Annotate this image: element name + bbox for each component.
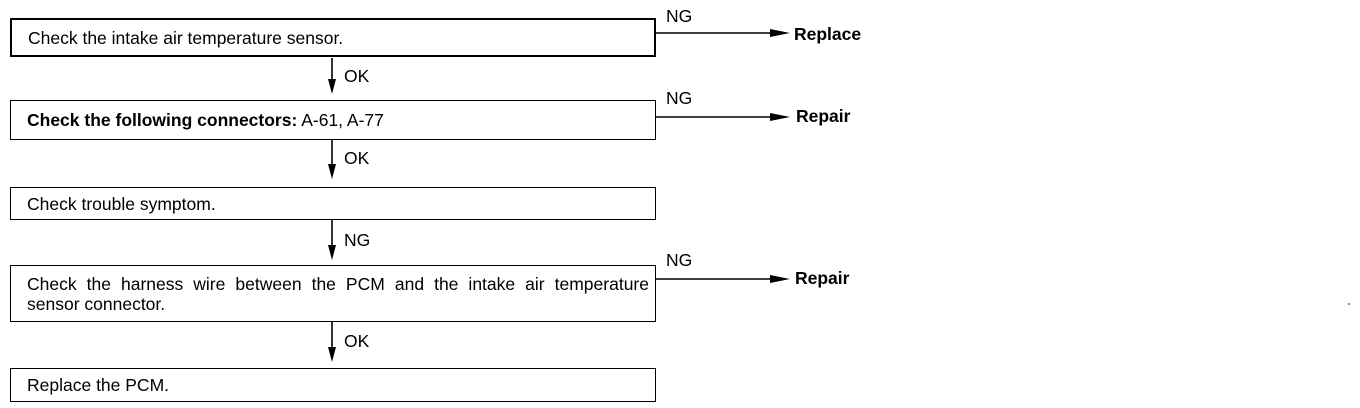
step-box-2: Check the following connectors: A-61, A-… bbox=[10, 100, 656, 140]
branch-arrow-1 bbox=[656, 29, 790, 37]
down-arrow-1 bbox=[328, 58, 336, 94]
step-text-5: Replace the PCM. bbox=[27, 375, 170, 395]
step-box-3: Check trouble symptom. bbox=[10, 187, 656, 220]
branch-result-3: Repair bbox=[795, 268, 850, 288]
step-box-4: Check the harness wire between the PCM a… bbox=[10, 265, 656, 322]
step-text-2-bold: Check the following connectors: bbox=[27, 110, 298, 130]
branch-arrow-2 bbox=[656, 113, 790, 121]
down-arrow-4 bbox=[328, 322, 336, 362]
down-label-4: OK bbox=[344, 331, 370, 351]
step-box-1: Check the intake air temperature sensor. bbox=[10, 18, 656, 57]
branch-result-2: Repair bbox=[796, 106, 851, 126]
step-text-2: Check the following connectors: A-61, A-… bbox=[27, 110, 384, 130]
down-arrow-3 bbox=[328, 220, 336, 260]
branch-arrow-3 bbox=[656, 275, 790, 283]
down-arrow-2 bbox=[328, 140, 336, 179]
branch-result-1: Replace bbox=[794, 24, 862, 44]
step-text-4: Check the harness wire between the PCM a… bbox=[27, 273, 649, 314]
down-label-2: OK bbox=[344, 148, 370, 168]
branch-condition-3: NG bbox=[666, 250, 693, 270]
step-box-5: Replace the PCM. bbox=[10, 368, 656, 402]
step-text-1: Check the intake air temperature sensor. bbox=[28, 27, 344, 48]
stray-dot bbox=[1348, 303, 1350, 305]
step-text-2-rest: A-61, A-77 bbox=[297, 110, 384, 130]
down-label-1: OK bbox=[344, 66, 370, 86]
branch-condition-2: NG bbox=[666, 88, 693, 108]
down-label-3: NG bbox=[344, 230, 371, 250]
step-text-3: Check trouble symptom. bbox=[27, 193, 216, 214]
branch-condition-1: NG bbox=[666, 6, 693, 26]
